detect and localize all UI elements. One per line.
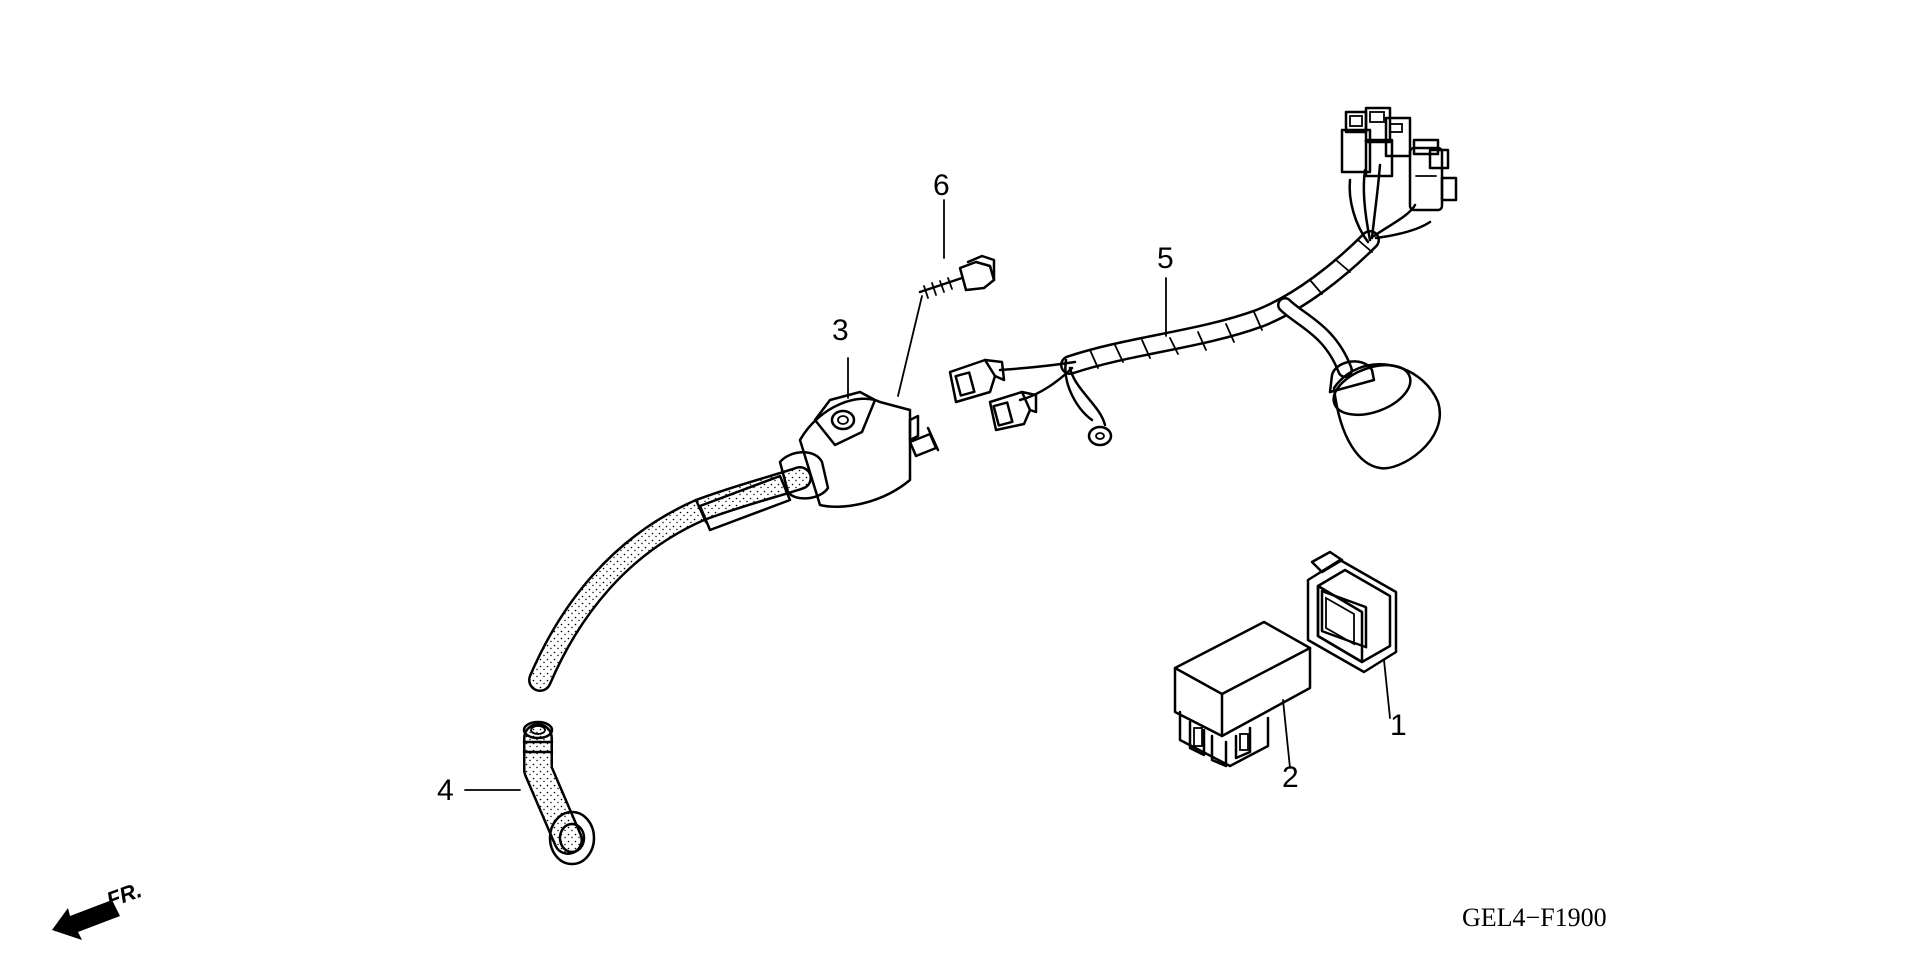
ignition-coil-part-3 [528,390,940,692]
spark-plug-cap-part-4 [522,720,596,866]
leader-2 [1282,699,1291,769]
leader-1 [1383,659,1391,719]
harness-connector-top-left [1340,106,1412,178]
front-indicator-label: FR. [103,877,145,913]
wire-harness-part-5 [948,106,1458,470]
relay-part-2 [1173,620,1312,768]
leader-6-to-3 [897,295,923,397]
callout-2: 2 [1282,761,1299,794]
bolt-part-6 [918,254,996,299]
front-direction-arrow: FR. [52,877,145,940]
callout-5: 5 [1157,242,1174,275]
diagram-code: GEL4−F1900 [1462,903,1607,932]
harness-connector-right [1408,138,1458,212]
callout-4: 4 [437,774,454,807]
callout-6: 6 [933,169,950,202]
relay-socket-part-1 [1306,550,1398,674]
callout-3: 3 [832,314,849,347]
callout-1: 1 [1390,709,1407,742]
